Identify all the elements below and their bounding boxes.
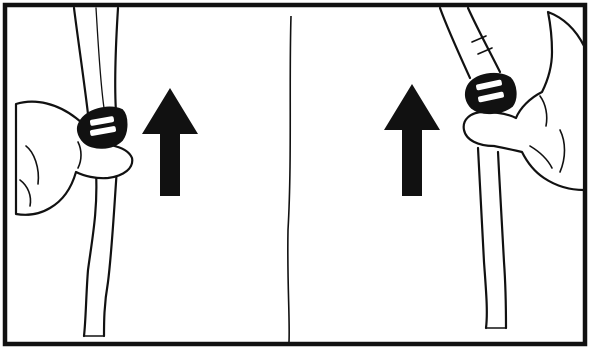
left-panel [14, 6, 198, 338]
up-arrow-icon [142, 88, 198, 196]
up-arrow-icon [384, 84, 440, 196]
hand-from-left [14, 100, 134, 216]
panel-divider [287, 15, 292, 343]
strap [72, 6, 120, 338]
strap [438, 6, 508, 330]
right-panel [384, 6, 586, 330]
hand-from-right [462, 10, 586, 192]
buckle [464, 72, 517, 114]
buckle [76, 106, 128, 149]
